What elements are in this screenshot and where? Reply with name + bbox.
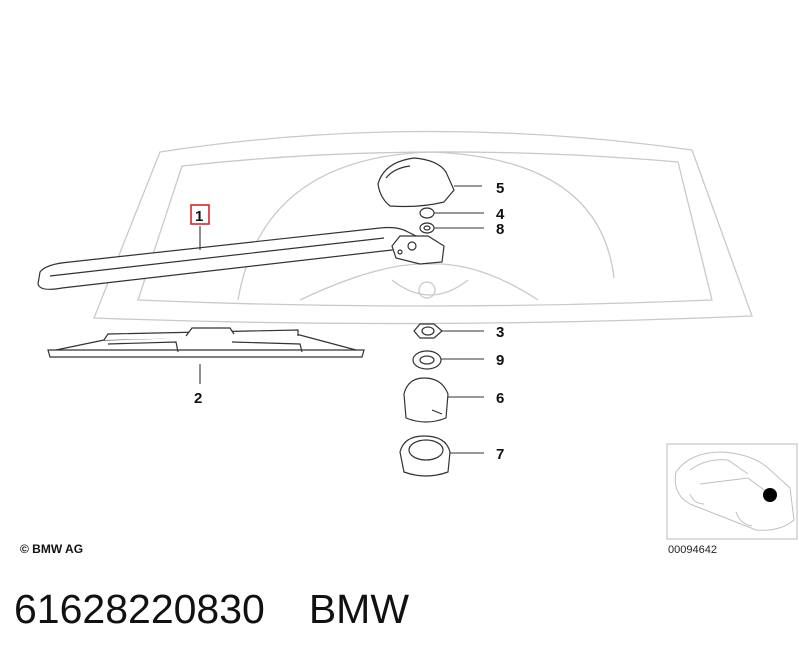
callout-9[interactable]: 9 (496, 352, 504, 369)
callout-7[interactable]: 7 (496, 446, 504, 463)
copyright: © BMW AG (20, 542, 83, 556)
grommet (399, 435, 451, 477)
location-marker-icon (763, 488, 777, 502)
part-number: 61628220830 (14, 586, 265, 632)
callout-2[interactable]: 2 (194, 390, 202, 407)
part-caption: 61628220830 BMW (14, 586, 409, 646)
callout-6[interactable]: 6 (496, 390, 504, 407)
small-washer (419, 222, 435, 234)
wiper-arm (37, 226, 445, 290)
callout-3[interactable]: 3 (496, 324, 504, 341)
callout-4[interactable]: 4 (496, 206, 505, 223)
callout-1[interactable]: 1 (195, 208, 203, 225)
leader-lines (199, 185, 484, 454)
figure-number: 00094642 (668, 544, 717, 556)
small-nut (419, 207, 435, 219)
cover-cap (377, 157, 455, 208)
car-location-thumbnail (666, 443, 798, 540)
cap (403, 377, 449, 423)
callout-5[interactable]: 5 (496, 180, 504, 197)
wiper-blade (47, 327, 365, 358)
brand-name: BMW (308, 586, 410, 632)
callout-1-highlight-box (190, 204, 210, 225)
callout-8[interactable]: 8 (496, 221, 504, 238)
washer (412, 350, 442, 370)
hex-nut (413, 323, 443, 339)
rear-window-outline (93, 130, 753, 325)
